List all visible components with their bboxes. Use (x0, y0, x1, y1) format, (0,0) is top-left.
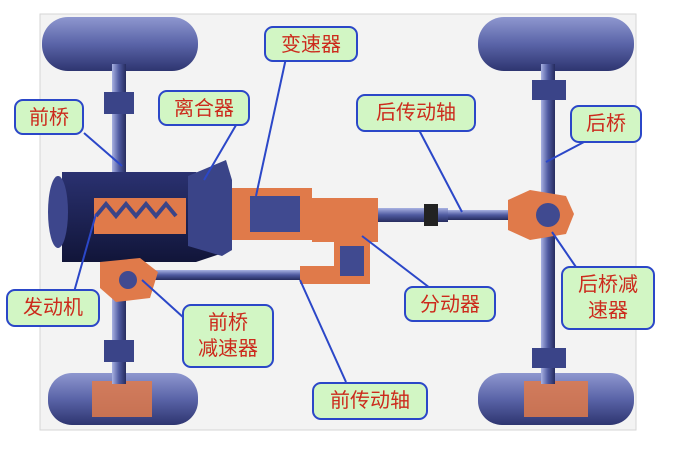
label-engine: 发动机 (6, 289, 100, 327)
front-upper-kingpin (104, 92, 134, 114)
leader-rear-driveshaft (418, 129, 463, 213)
transfer-case-body (312, 198, 378, 242)
label-clutch: 离合器 (158, 90, 250, 126)
front-driveshaft-joint (300, 266, 340, 284)
label-front-axle: 前桥 (14, 99, 84, 135)
crankshaft (94, 200, 178, 220)
front-right-hub-cutaway (92, 381, 152, 417)
label-front-final-drive: 前桥 减速器 (182, 304, 274, 368)
transfer-case-gears (340, 246, 364, 276)
engine-fan (48, 176, 68, 248)
front-differential-gear (119, 271, 137, 289)
label-transfer-case: 分动器 (404, 286, 496, 322)
rear-left-wheel (478, 17, 634, 71)
leader-front-final-drive (141, 279, 185, 319)
rear-differential-gear (536, 203, 560, 227)
label-transmission: 变速器 (264, 26, 358, 62)
label-front-driveshaft: 前传动轴 (312, 382, 428, 420)
rear-lower-hub (532, 348, 566, 368)
front-driveshaft-bar (150, 270, 330, 280)
leader-engine (73, 213, 97, 293)
leader-front-axle (83, 132, 123, 167)
label-rear-final-drive: 后桥减 速器 (561, 266, 655, 330)
leader-front-driveshaft (299, 279, 347, 383)
rear-upper-hub (532, 80, 566, 100)
label-rear-axle: 后桥 (570, 105, 642, 143)
front-lower-kingpin (104, 340, 134, 362)
rear-driveshaft-rear-section (448, 210, 508, 220)
leader-rear-final-drive (551, 231, 579, 271)
label-rear-driveshaft: 后传动轴 (356, 94, 476, 132)
leader-rear-axle (545, 141, 585, 163)
leader-lines (73, 57, 585, 383)
transmission-gears (250, 196, 300, 232)
universal-joint-mid (424, 204, 438, 226)
leader-transmission (255, 57, 287, 197)
front-left-wheel (42, 17, 198, 71)
engine-cylinder-cutaway (94, 198, 186, 234)
clutch-housing (188, 160, 232, 256)
leader-transfer-case (361, 235, 431, 289)
rear-right-hub-cutaway (524, 381, 588, 417)
